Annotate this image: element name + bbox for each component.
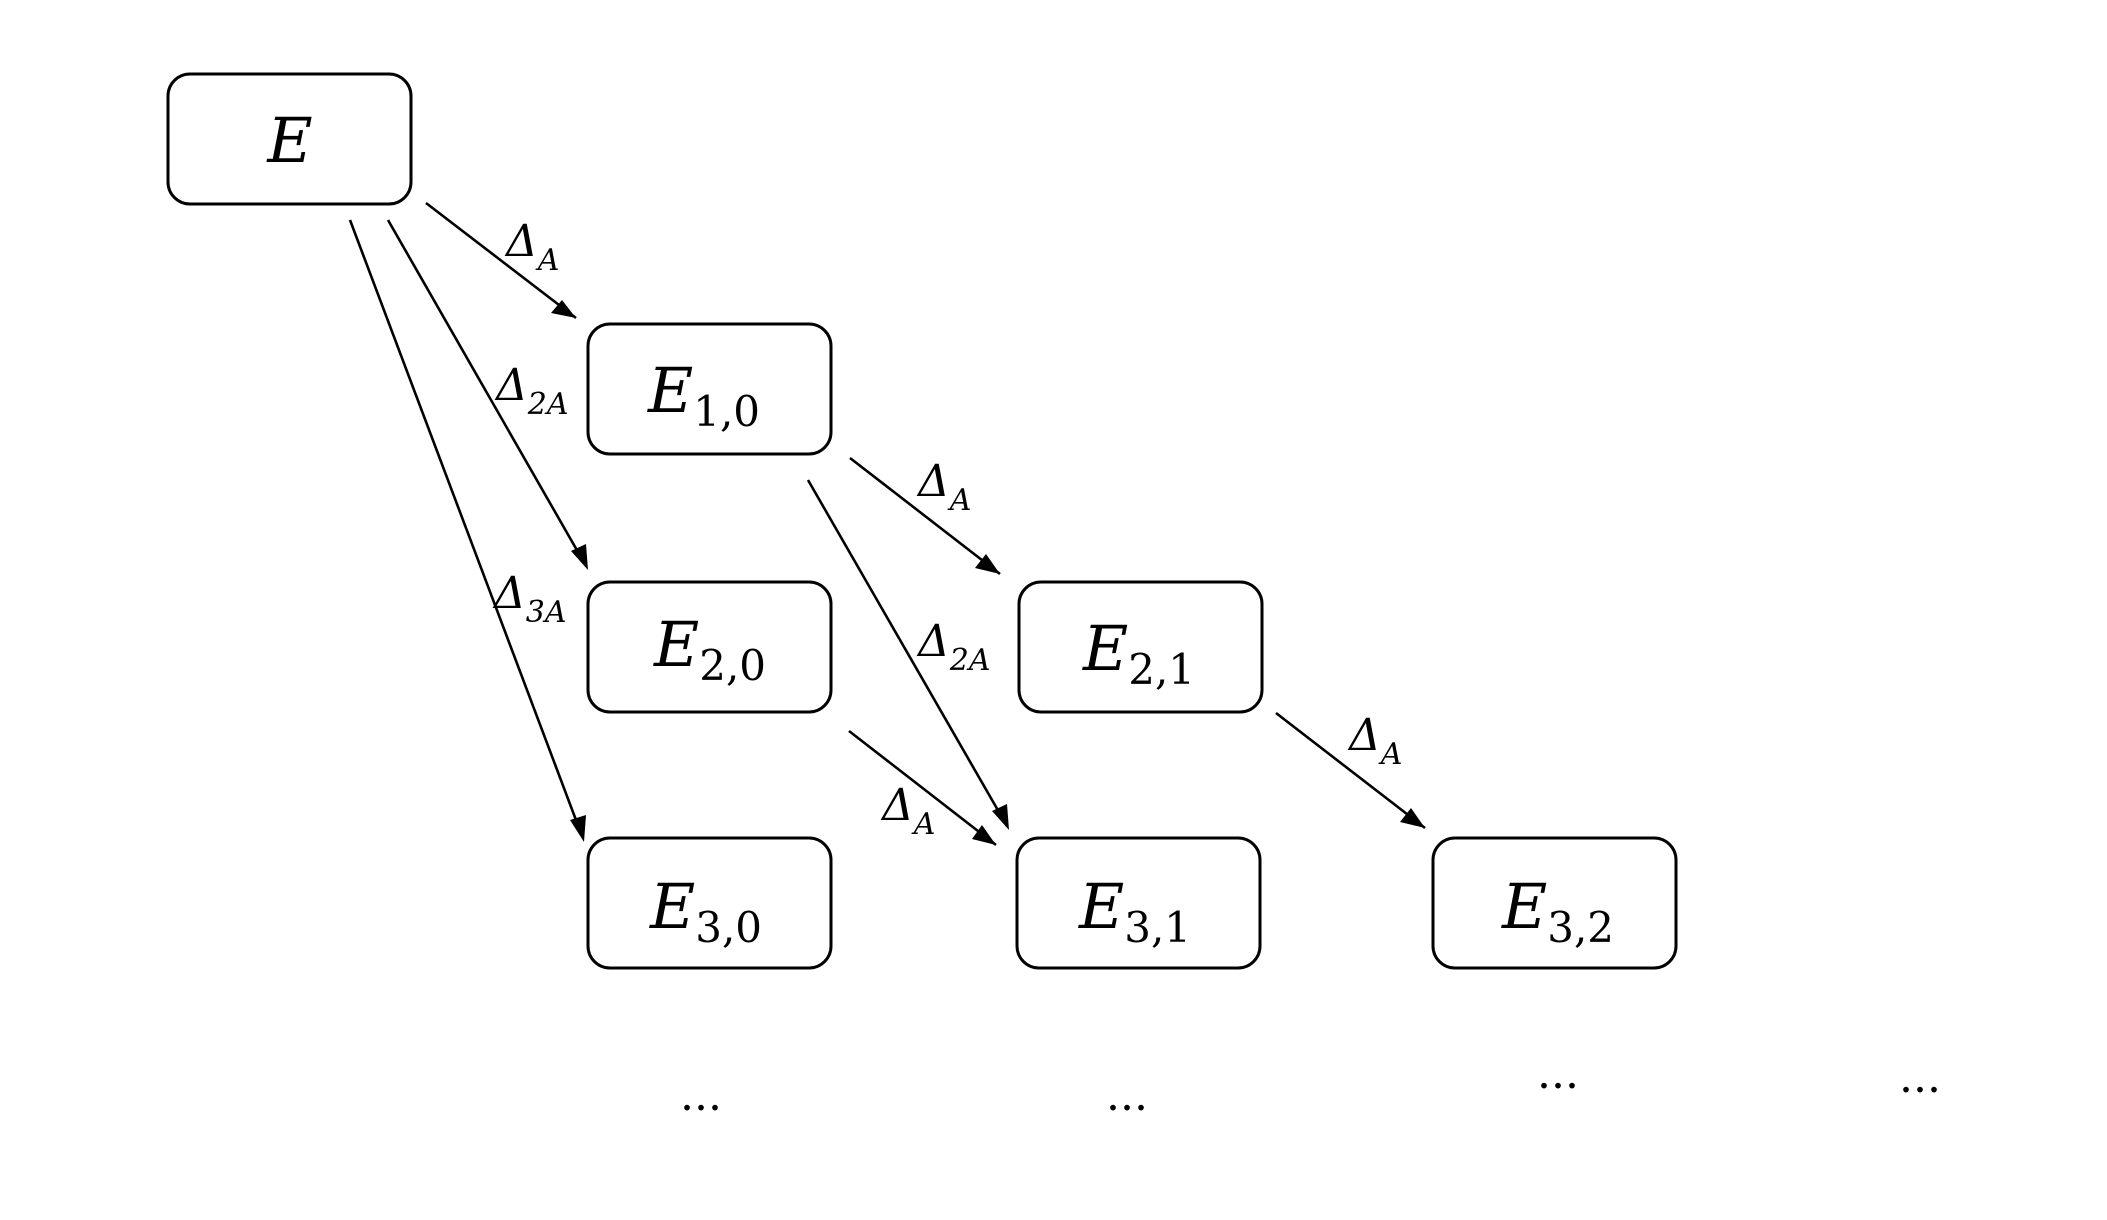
edge-labels: ΔA Δ2A Δ3A ΔA Δ2A ΔA ΔA <box>492 216 1402 842</box>
node-e20-label: E <box>653 608 699 681</box>
svg-text:E2,0: E2,0 <box>653 608 766 690</box>
node-e30-subscript: 3,0 <box>695 903 762 952</box>
node-e30-label: E <box>649 870 695 943</box>
node-e21: E2,1 <box>1017 580 1264 714</box>
edges <box>348 201 1426 847</box>
edge-e21-to-e32 <box>1275 711 1426 830</box>
node-e10: E1,0 <box>586 322 833 456</box>
ellipsis-col-3: ... <box>1537 1048 1579 1099</box>
edge-e-to-e20 <box>386 219 588 567</box>
edge-e10-to-e21 <box>849 456 1001 576</box>
nodes: E E1,0 E2,0 E2,1 E3,0 E3,1 E3,2 <box>166 72 1678 970</box>
node-e31-label: E <box>1078 870 1124 943</box>
arrowhead-e-to-e30 <box>570 815 586 842</box>
edge-e20-to-e31 <box>848 729 997 847</box>
ellipsis-col-1: ... <box>680 1070 722 1121</box>
edge-label-e21-to-e32: ΔA <box>1347 710 1402 772</box>
node-e10-label: E <box>647 354 693 427</box>
svg-text:E2,1: E2,1 <box>1082 612 1195 694</box>
arrowhead-e10-to-e31 <box>992 804 1009 830</box>
node-e10-subscript: 1,0 <box>693 387 760 436</box>
node-e32-subscript: 3,2 <box>1547 903 1614 952</box>
node-e20-subscript: 2,0 <box>699 641 766 690</box>
node-e30: E3,0 <box>586 836 833 970</box>
edge-label-e-to-e10: ΔA <box>504 216 559 278</box>
node-e-label: E <box>266 104 312 177</box>
edge-e-to-e10 <box>425 201 577 320</box>
edge-e-to-e30 <box>348 219 584 837</box>
arrowhead-e-to-e20 <box>571 544 588 570</box>
ellipses: ... ... ... ... <box>680 1048 1941 1121</box>
node-e32-label: E <box>1501 870 1547 943</box>
edge-label-e10-to-e31: Δ2A <box>916 616 991 678</box>
edge-e10-to-e31 <box>806 479 1009 827</box>
edge-label-e20-to-e31: ΔA <box>880 780 935 842</box>
node-e31: E3,1 <box>1015 836 1262 970</box>
svg-text:E1,0: E1,0 <box>647 354 760 436</box>
node-e31-subscript: 3,1 <box>1124 903 1191 952</box>
arrowhead-e-to-e10 <box>551 300 576 318</box>
node-e: E <box>166 72 413 206</box>
edge-label-e10-to-e21: ΔA <box>916 456 971 518</box>
node-e21-subscript: 2,1 <box>1128 645 1195 694</box>
arrowhead-e20-to-e31 <box>972 825 996 845</box>
arrowhead-e10-to-e21 <box>975 554 1000 574</box>
node-e32: E3,2 <box>1431 836 1678 970</box>
ellipsis-col-2: ... <box>1106 1070 1148 1121</box>
svg-text:E3,1: E3,1 <box>1078 870 1191 952</box>
node-e20: E2,0 <box>586 580 833 714</box>
node-e21-label: E <box>1082 612 1128 685</box>
svg-text:E3,0: E3,0 <box>649 870 762 952</box>
edge-label-e-to-e30: Δ3A <box>492 568 567 630</box>
ellipsis-col-4: ... <box>1899 1052 1941 1103</box>
edge-label-e-to-e20: Δ2A <box>494 360 569 422</box>
arrowhead-e21-to-e32 <box>1400 808 1425 828</box>
svg-text:E3,2: E3,2 <box>1501 870 1614 952</box>
svg-text:E: E <box>266 104 312 177</box>
